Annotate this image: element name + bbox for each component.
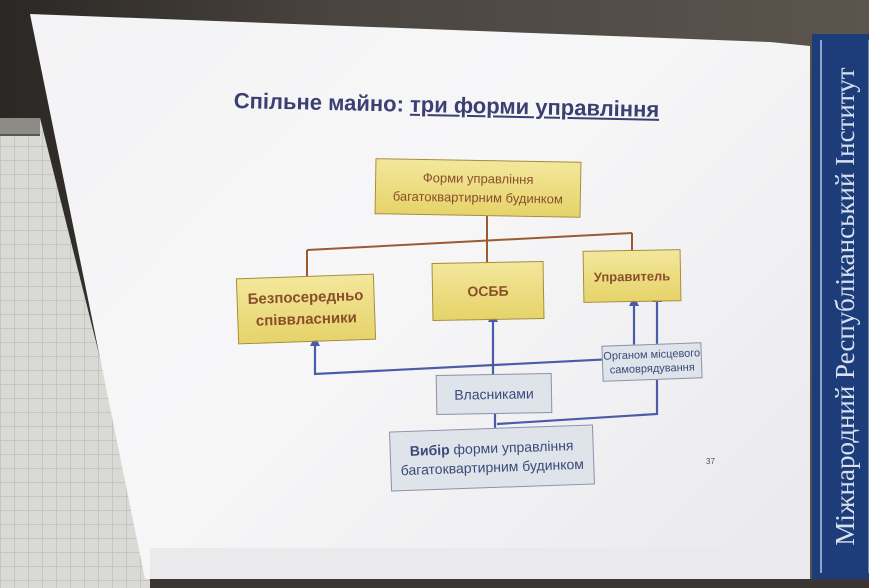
box-direct-owners: Безпосередньо співвласники: [235, 273, 377, 345]
box-local-government: Органом місцевого самоврядування: [601, 342, 703, 382]
slide-page-number: 37: [706, 457, 715, 466]
box-choice-rest: форми управління: [449, 437, 574, 458]
box-management-forms: Форми управління багатоквартирним будинк…: [374, 158, 582, 218]
connector-choice-to-local: [496, 300, 659, 426]
blue-connectors: [313, 300, 659, 436]
box-osbb-label: ОСББ: [467, 282, 509, 300]
box-owners: Власниками: [435, 372, 553, 416]
box-manager-label: Управитель: [593, 267, 671, 285]
box-owners-label: Власниками: [454, 385, 534, 403]
projection-screen-bottom: [150, 548, 810, 579]
box-direct-owners-line2: співвласники: [255, 309, 358, 330]
connector-blue-loop: [313, 305, 636, 376]
box-management-forms-line2: багатоквартирним будинком: [392, 188, 564, 207]
box-choice: Вибір форми управління багатоквартирним …: [389, 424, 595, 492]
connector-horizontal: [306, 232, 633, 251]
brown-connectors: [306, 216, 633, 280]
box-local-government-line2: самоврядування: [609, 361, 695, 377]
box-choice-bold: Вибір: [409, 441, 450, 459]
box-osbb: ОСББ: [431, 261, 545, 321]
box-manager: Управитель: [582, 249, 682, 303]
institute-banner: Міжнародний Республіканський Інститут: [812, 34, 869, 579]
flipchart-clip: [0, 118, 40, 136]
